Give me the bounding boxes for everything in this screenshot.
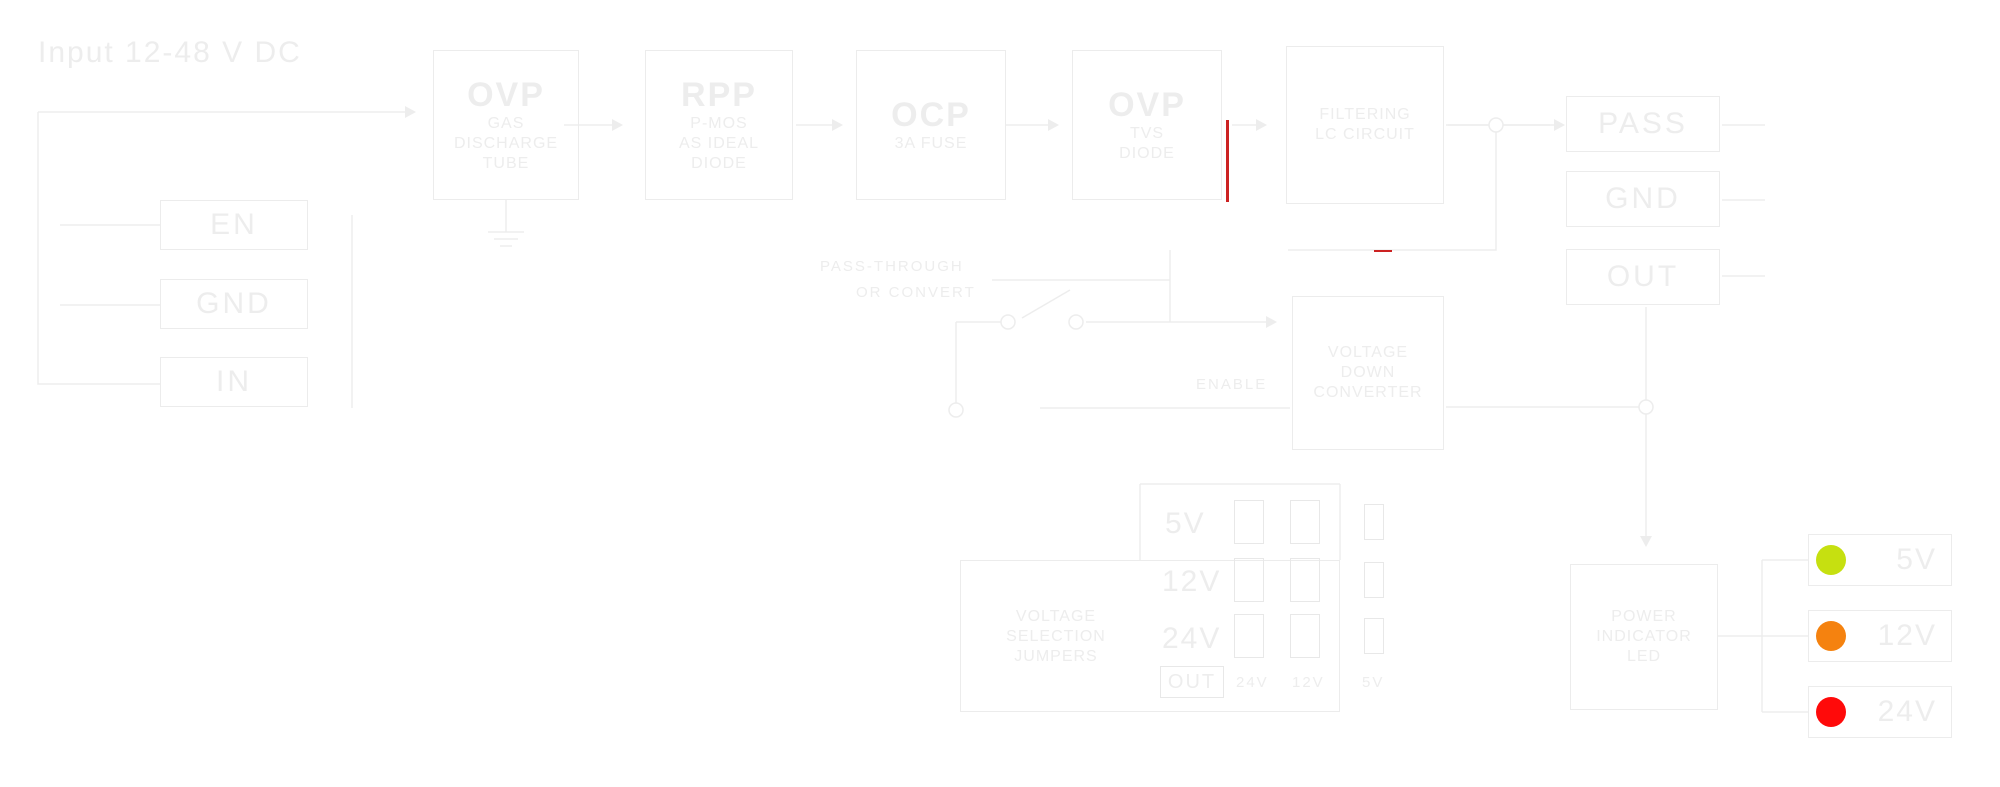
pin-gnd-out: GND [1566,171,1720,227]
block-ocp: OCP 3A FUSE [856,50,1006,200]
block-converter-line-1: VOLTAGE [1327,344,1409,361]
jumper-out-label: OUT [1160,666,1224,698]
input-title: Input 12-48 V DC [38,36,302,69]
block-ovp-gas-title: OVP [467,76,545,114]
block-filtering: FILTERING LC CIRCUIT [1286,46,1444,204]
arrow-to-tvs [1048,119,1059,131]
block-jumpers-line-2: SELECTION [1006,628,1106,645]
pin-in: IN [160,357,308,407]
block-ovp-gas-line-1: GAS [487,115,525,132]
jumper-24v-12 [1290,614,1320,658]
block-rpp-line-3: DIODE [691,155,747,172]
tvs-marker [1226,120,1229,202]
block-rpp: RPP P-MOS AS IDEAL DIODE [645,50,793,200]
block-ovp-tvs: OVP TVS DIODE [1072,50,1222,200]
jumper-col-24v: 24V [1236,674,1269,691]
switch-lever [1021,289,1071,319]
jumpers-caption: VOLTAGE SELECTION JUMPERS [961,561,1151,713]
switch-contact-left [1000,314,1016,330]
block-ovp-gas: OVP GAS DISCHARGE TUBE [433,50,579,200]
junction-filter [1488,117,1504,133]
jumper-24v-5 [1364,618,1384,654]
jumper-12v-5 [1364,562,1384,598]
led-24v-icon [1816,697,1846,727]
block-ovp-gas-line-2: DISCHARGE [453,135,559,152]
led-12v-icon [1816,621,1846,651]
block-ovp-gas-line-3: TUBE [482,155,530,172]
jumper-5v-12 [1290,500,1320,544]
block-filtering-line-1: FILTERING [1319,106,1411,123]
block-jumpers: VOLTAGE SELECTION JUMPERS [960,560,1340,712]
led-label-24v: 24V [1877,695,1937,728]
pin-pass: PASS [1566,96,1720,152]
block-indicator-line-1: POWER [1611,608,1677,625]
pin-en: EN [160,200,308,250]
jumper-row-5v: 5V [1165,507,1206,540]
led-5v-icon [1816,545,1846,575]
block-ovp-tvs-line-1: TVS [1129,125,1165,142]
block-converter: VOLTAGE DOWN CONVERTER [1292,296,1444,450]
block-rpp-title: RPP [681,76,757,114]
block-ovp-tvs-title: OVP [1108,86,1186,124]
block-converter-line-2: DOWN [1340,364,1396,381]
block-indicator-line-3: LED [1626,648,1662,665]
arrow-to-ocp [832,119,843,131]
block-ovp-tvs-line-2: DIODE [1119,145,1175,162]
jumper-row-24v: 24V [1162,622,1222,655]
led-box-5v: 5V [1808,534,1952,586]
led-box-24v: 24V [1808,686,1952,738]
block-indicator-line-2: INDICATOR [1596,628,1692,645]
jumper-24v-24 [1234,614,1264,658]
arrow-to-indicator [1640,536,1652,547]
led-label-12v: 12V [1877,619,1937,652]
block-jumpers-line-3: JUMPERS [1014,648,1098,665]
block-rpp-line-1: P-MOS [690,115,748,132]
filter-marker [1374,250,1392,252]
pin-gnd: GND [160,279,308,329]
input-feed-line [37,112,160,385]
block-rpp-line-2: AS IDEAL [678,135,760,152]
arrow-to-filter [1256,119,1267,131]
arrow-to-output [1554,119,1565,131]
jumper-5v-24 [1234,500,1264,544]
jumper-12v-24 [1234,558,1264,602]
jumper-col-5v: 5V [1362,674,1385,691]
led-label-5v: 5V [1896,543,1937,576]
pin-out: OUT [1566,249,1720,305]
jumper-5v-5 [1364,504,1384,540]
block-jumpers-line-1: VOLTAGE [1015,608,1097,625]
switch-common [948,402,964,418]
filter-branch-down [1288,125,1497,251]
block-ocp-title: OCP [891,96,971,134]
block-converter-line-3: CONVERTER [1313,384,1423,401]
block-indicator: POWER INDICATOR LED [1570,564,1718,710]
block-filtering-line-2: LC CIRCUIT [1315,126,1415,143]
block-ocp-line-1: 3A FUSE [894,135,968,152]
arrow-to-rpp [612,119,623,131]
switch-contact-right [1068,314,1084,330]
switch-label-2: OR CONVERT [856,284,976,301]
junction-converter [1638,399,1654,415]
led-box-12v: 12V [1808,610,1952,662]
enable-label: ENABLE [1196,376,1268,393]
jumper-col-12v: 12V [1292,674,1325,691]
switch-label-1: PASS-THROUGH [820,258,964,275]
jumper-row-12v: 12V [1162,565,1222,598]
jumper-12v-12 [1290,558,1320,602]
arrow-to-converter [1266,316,1277,328]
arrow-to-ovp [405,106,416,118]
